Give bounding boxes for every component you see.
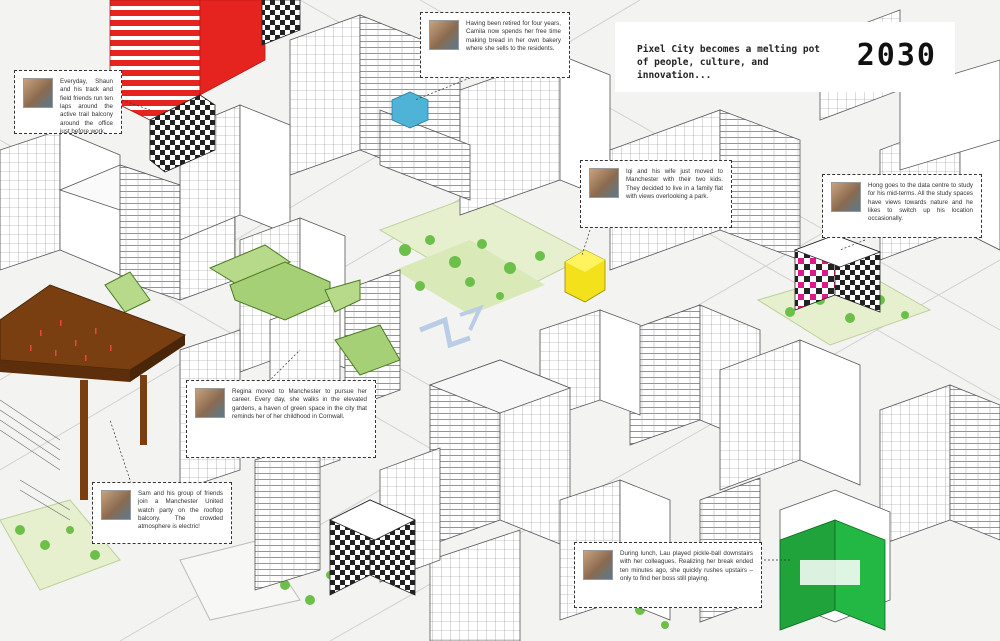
green-pickleball-block xyxy=(779,489,891,631)
story-text: Sam and his group of friends join a Manc… xyxy=(138,490,223,531)
story-text: Hong goes to the data centre to study fo… xyxy=(868,182,973,223)
stair-ramps xyxy=(0,399,71,521)
story-text: Everyday, Shaun and his track and field … xyxy=(60,78,113,136)
red-tower xyxy=(109,0,301,173)
story-callout-iqi: Iqi and his wife just moved to Mancheste… xyxy=(580,160,732,228)
blue-walkway-2 xyxy=(459,304,484,331)
checker-cube xyxy=(329,499,416,596)
story-callout-regina: Regina moved to Manchester to pursue her… xyxy=(186,380,376,458)
story-callout-shaun: Everyday, Shaun and his track and field … xyxy=(14,70,122,136)
avatar xyxy=(195,388,225,418)
story-callout-camila: Having been retired for four years, Cami… xyxy=(420,12,570,78)
story-text: Regina moved to Manchester to pursue her… xyxy=(232,388,367,421)
story-callout-hong: Hong goes to the data centre to study fo… xyxy=(822,174,982,238)
blue-walkway xyxy=(419,316,471,349)
story-callout-sam: Sam and his group of friends join a Manc… xyxy=(92,482,232,544)
story-callout-lau: During lunch, Lau played pickle-ball dow… xyxy=(574,542,762,608)
leader-lines xyxy=(109,77,866,561)
story-text: Having been retired for four years, Cami… xyxy=(466,20,561,53)
rooftop-canopy xyxy=(0,284,187,500)
southwest-park xyxy=(0,499,121,591)
headline: Pixel City becomes a melting pot of peop… xyxy=(637,44,821,81)
avatar xyxy=(583,550,613,580)
avatar xyxy=(101,490,131,520)
yellow-family-flat xyxy=(564,249,606,303)
data-centre-block xyxy=(793,234,882,313)
story-text: During lunch, Lau played pickle-ball dow… xyxy=(620,550,753,583)
elevated-gardens xyxy=(104,244,401,376)
avatar xyxy=(23,78,53,108)
story-text: Iqi and his wife just moved to Mancheste… xyxy=(626,168,723,201)
avatar xyxy=(831,182,861,212)
year-label: 2030 xyxy=(856,38,937,73)
headline-panel: Pixel City becomes a melting pot of peop… xyxy=(615,22,955,92)
avatar xyxy=(589,168,619,198)
cyan-bakery xyxy=(391,91,429,129)
avatar xyxy=(429,20,459,50)
